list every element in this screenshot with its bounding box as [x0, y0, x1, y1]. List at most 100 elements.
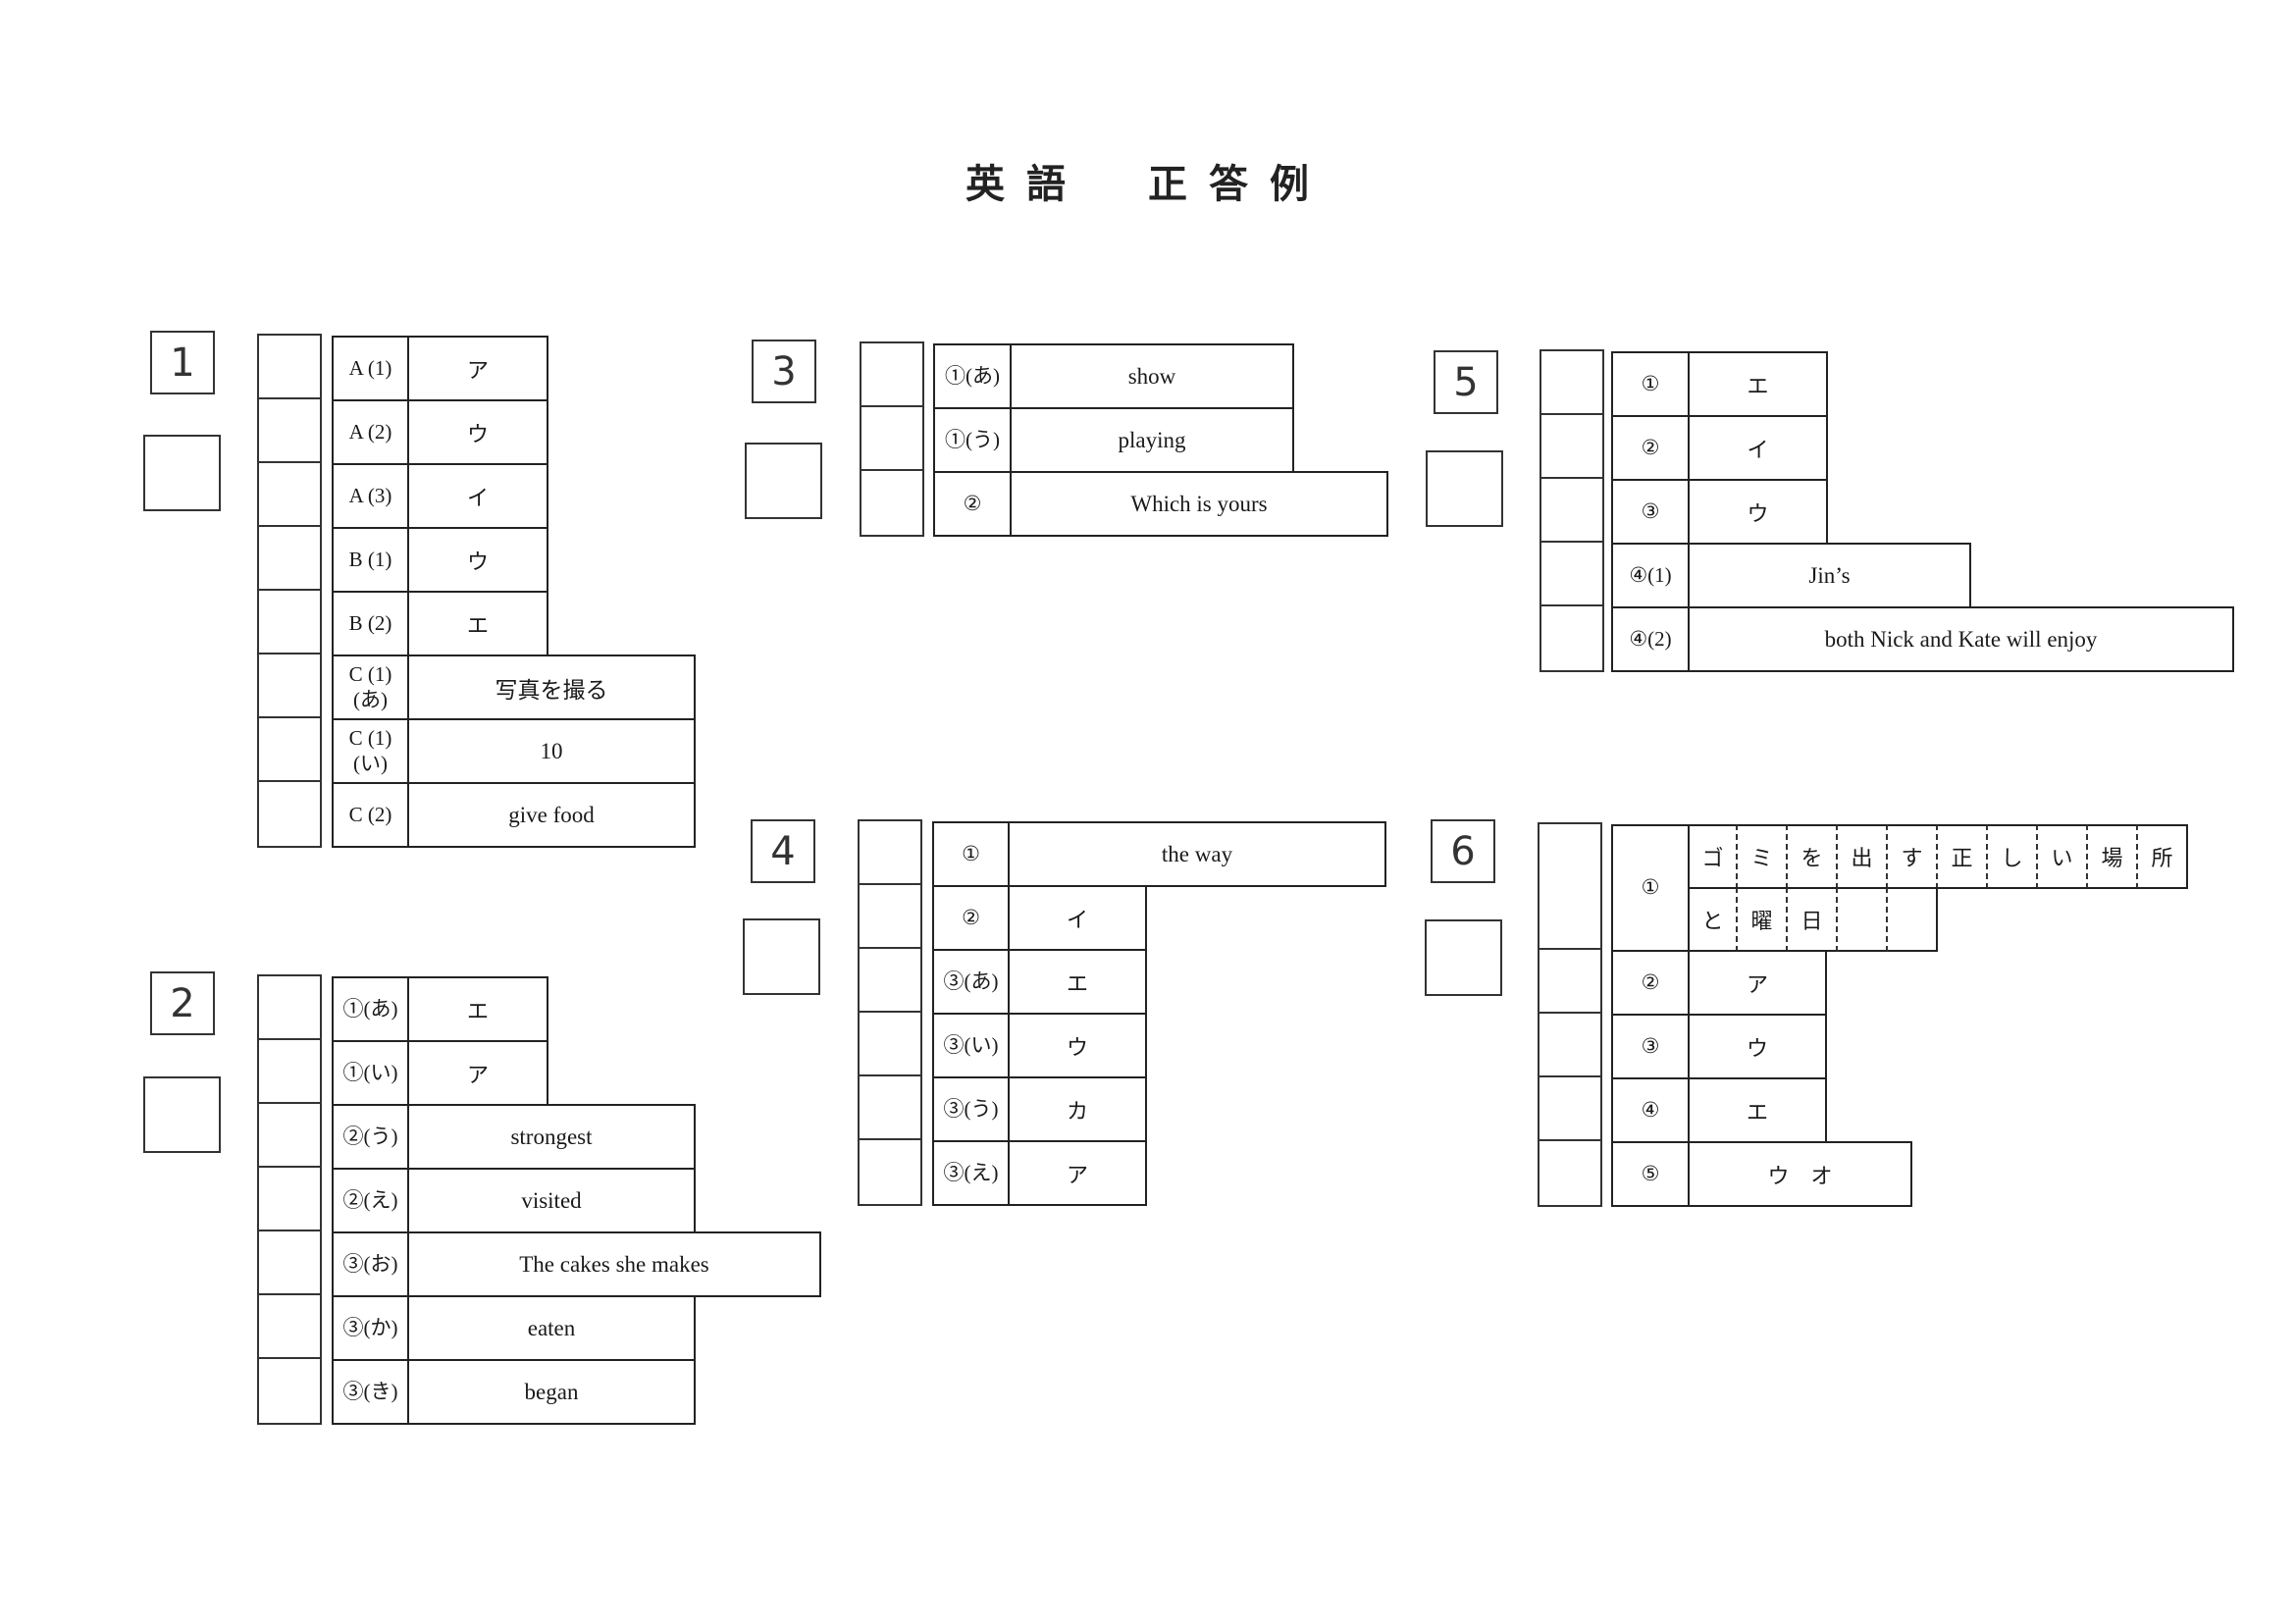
- score-cell[interactable]: [257, 334, 322, 399]
- question-label: ④(2): [1611, 606, 1690, 672]
- answer-cell[interactable]: The cakes she makes: [407, 1231, 821, 1297]
- section-score-box[interactable]: [745, 443, 822, 519]
- score-cell[interactable]: [1538, 1012, 1602, 1077]
- answer-cell[interactable]: ウ オ: [1688, 1141, 1912, 1207]
- answer-char-cell[interactable]: と: [1688, 887, 1738, 952]
- answer-cell[interactable]: both Nick and Kate will enjoy: [1688, 606, 2234, 672]
- score-cell[interactable]: [1539, 477, 1604, 543]
- score-cell[interactable]: [257, 1166, 322, 1231]
- answer-cell[interactable]: イ: [1688, 415, 1828, 481]
- answer-cell[interactable]: eaten: [407, 1295, 696, 1361]
- answer-char-cell[interactable]: い: [2038, 824, 2088, 889]
- answer-char-cell[interactable]: 出: [1838, 824, 1888, 889]
- answer-char-cell[interactable]: ゴ: [1688, 824, 1738, 889]
- score-cell[interactable]: [858, 1011, 922, 1076]
- score-cell[interactable]: [257, 716, 322, 782]
- score-cell[interactable]: [1538, 948, 1602, 1014]
- section-score-box[interactable]: [1426, 450, 1503, 527]
- answer-cell[interactable]: give food: [407, 782, 696, 848]
- score-cell[interactable]: [1539, 413, 1604, 479]
- question-label: C (2): [332, 782, 409, 848]
- answer-cell[interactable]: ア: [407, 336, 548, 401]
- question-label: ②: [932, 885, 1010, 951]
- answer-cell[interactable]: ウ: [1688, 1014, 1827, 1079]
- answer-cell[interactable]: ウ: [1688, 479, 1828, 545]
- score-cell[interactable]: [860, 405, 924, 471]
- answer-cell[interactable]: ア: [1688, 950, 1827, 1016]
- answer-cell[interactable]: the way: [1008, 821, 1386, 887]
- score-cell[interactable]: [860, 469, 924, 537]
- score-cell[interactable]: [257, 397, 322, 463]
- score-cell[interactable]: [1538, 1139, 1602, 1207]
- score-cell[interactable]: [860, 341, 924, 407]
- score-cell[interactable]: [858, 1074, 922, 1140]
- answer-cell[interactable]: エ: [407, 976, 548, 1042]
- answer-char-cell[interactable]: [1838, 887, 1888, 952]
- question-label: C (1) (い): [332, 718, 409, 784]
- answer-char-cell[interactable]: す: [1888, 824, 1938, 889]
- answer-char-cell[interactable]: ミ: [1738, 824, 1788, 889]
- answer-char-cell[interactable]: 所: [2138, 824, 2188, 889]
- score-cell[interactable]: [257, 1038, 322, 1104]
- score-cell[interactable]: [257, 653, 322, 718]
- score-cell[interactable]: [257, 1357, 322, 1425]
- answer-char-cell[interactable]: し: [1988, 824, 2038, 889]
- answer-cell[interactable]: strongest: [407, 1104, 696, 1170]
- answer-char-cell[interactable]: を: [1788, 824, 1838, 889]
- answer-cell[interactable]: 写真を撮る: [407, 654, 696, 720]
- answer-cell[interactable]: イ: [1008, 885, 1147, 951]
- answer-cell[interactable]: エ: [1688, 351, 1828, 417]
- answer-cell[interactable]: エ: [407, 591, 548, 656]
- section-score-box[interactable]: [1425, 919, 1502, 996]
- question-label: ①: [932, 821, 1010, 887]
- answer-cell[interactable]: 10: [407, 718, 696, 784]
- score-cell[interactable]: [1539, 604, 1604, 672]
- answer-cell[interactable]: イ: [407, 463, 548, 529]
- answer-cell[interactable]: ア: [407, 1040, 548, 1106]
- answer-cell[interactable]: playing: [1010, 407, 1294, 473]
- score-cell[interactable]: [858, 819, 922, 885]
- question-label: B (1): [332, 527, 409, 593]
- answer-cell[interactable]: show: [1010, 343, 1294, 409]
- score-cell[interactable]: [858, 883, 922, 949]
- answer-char-cell[interactable]: 正: [1938, 824, 1988, 889]
- question-label: ③(う): [932, 1076, 1010, 1142]
- answer-cell[interactable]: began: [407, 1359, 696, 1425]
- question-label: ①: [1611, 824, 1690, 952]
- score-cell[interactable]: [858, 1138, 922, 1206]
- score-cell[interactable]: [257, 1293, 322, 1359]
- score-cell[interactable]: [858, 947, 922, 1013]
- answer-cell[interactable]: ウ: [407, 527, 548, 593]
- score-cell[interactable]: [257, 780, 322, 848]
- question-label: ①(う): [933, 407, 1012, 473]
- answer-cell[interactable]: ウ: [1008, 1013, 1147, 1078]
- answer-cell[interactable]: Which is yours: [1010, 471, 1388, 537]
- score-cell[interactable]: [257, 461, 322, 527]
- answer-char-cell[interactable]: 日: [1788, 887, 1838, 952]
- answer-cell[interactable]: エ: [1688, 1077, 1827, 1143]
- answer-cell[interactable]: ア: [1008, 1140, 1147, 1206]
- score-cell[interactable]: [257, 589, 322, 654]
- score-cell[interactable]: [1538, 822, 1602, 950]
- answer-char-cell[interactable]: 場: [2088, 824, 2138, 889]
- answer-cell[interactable]: Jin’s: [1688, 543, 1971, 608]
- section-score-box[interactable]: [143, 435, 221, 511]
- score-cell[interactable]: [257, 974, 322, 1040]
- question-label: A (1): [332, 336, 409, 401]
- score-cell[interactable]: [1538, 1075, 1602, 1141]
- section-score-box[interactable]: [143, 1076, 221, 1153]
- score-cell[interactable]: [1539, 349, 1604, 415]
- answer-char-cell[interactable]: 曜: [1738, 887, 1788, 952]
- answer-cell[interactable]: visited: [407, 1168, 696, 1233]
- score-cell[interactable]: [1539, 541, 1604, 606]
- score-cell[interactable]: [257, 1102, 322, 1168]
- section-number: 3: [752, 340, 816, 403]
- question-label: ③: [1611, 479, 1690, 545]
- section-score-box[interactable]: [743, 918, 820, 995]
- score-cell[interactable]: [257, 525, 322, 591]
- answer-cell[interactable]: カ: [1008, 1076, 1147, 1142]
- answer-char-cell[interactable]: [1888, 887, 1938, 952]
- answer-cell[interactable]: エ: [1008, 949, 1147, 1015]
- answer-cell[interactable]: ウ: [407, 399, 548, 465]
- score-cell[interactable]: [257, 1230, 322, 1295]
